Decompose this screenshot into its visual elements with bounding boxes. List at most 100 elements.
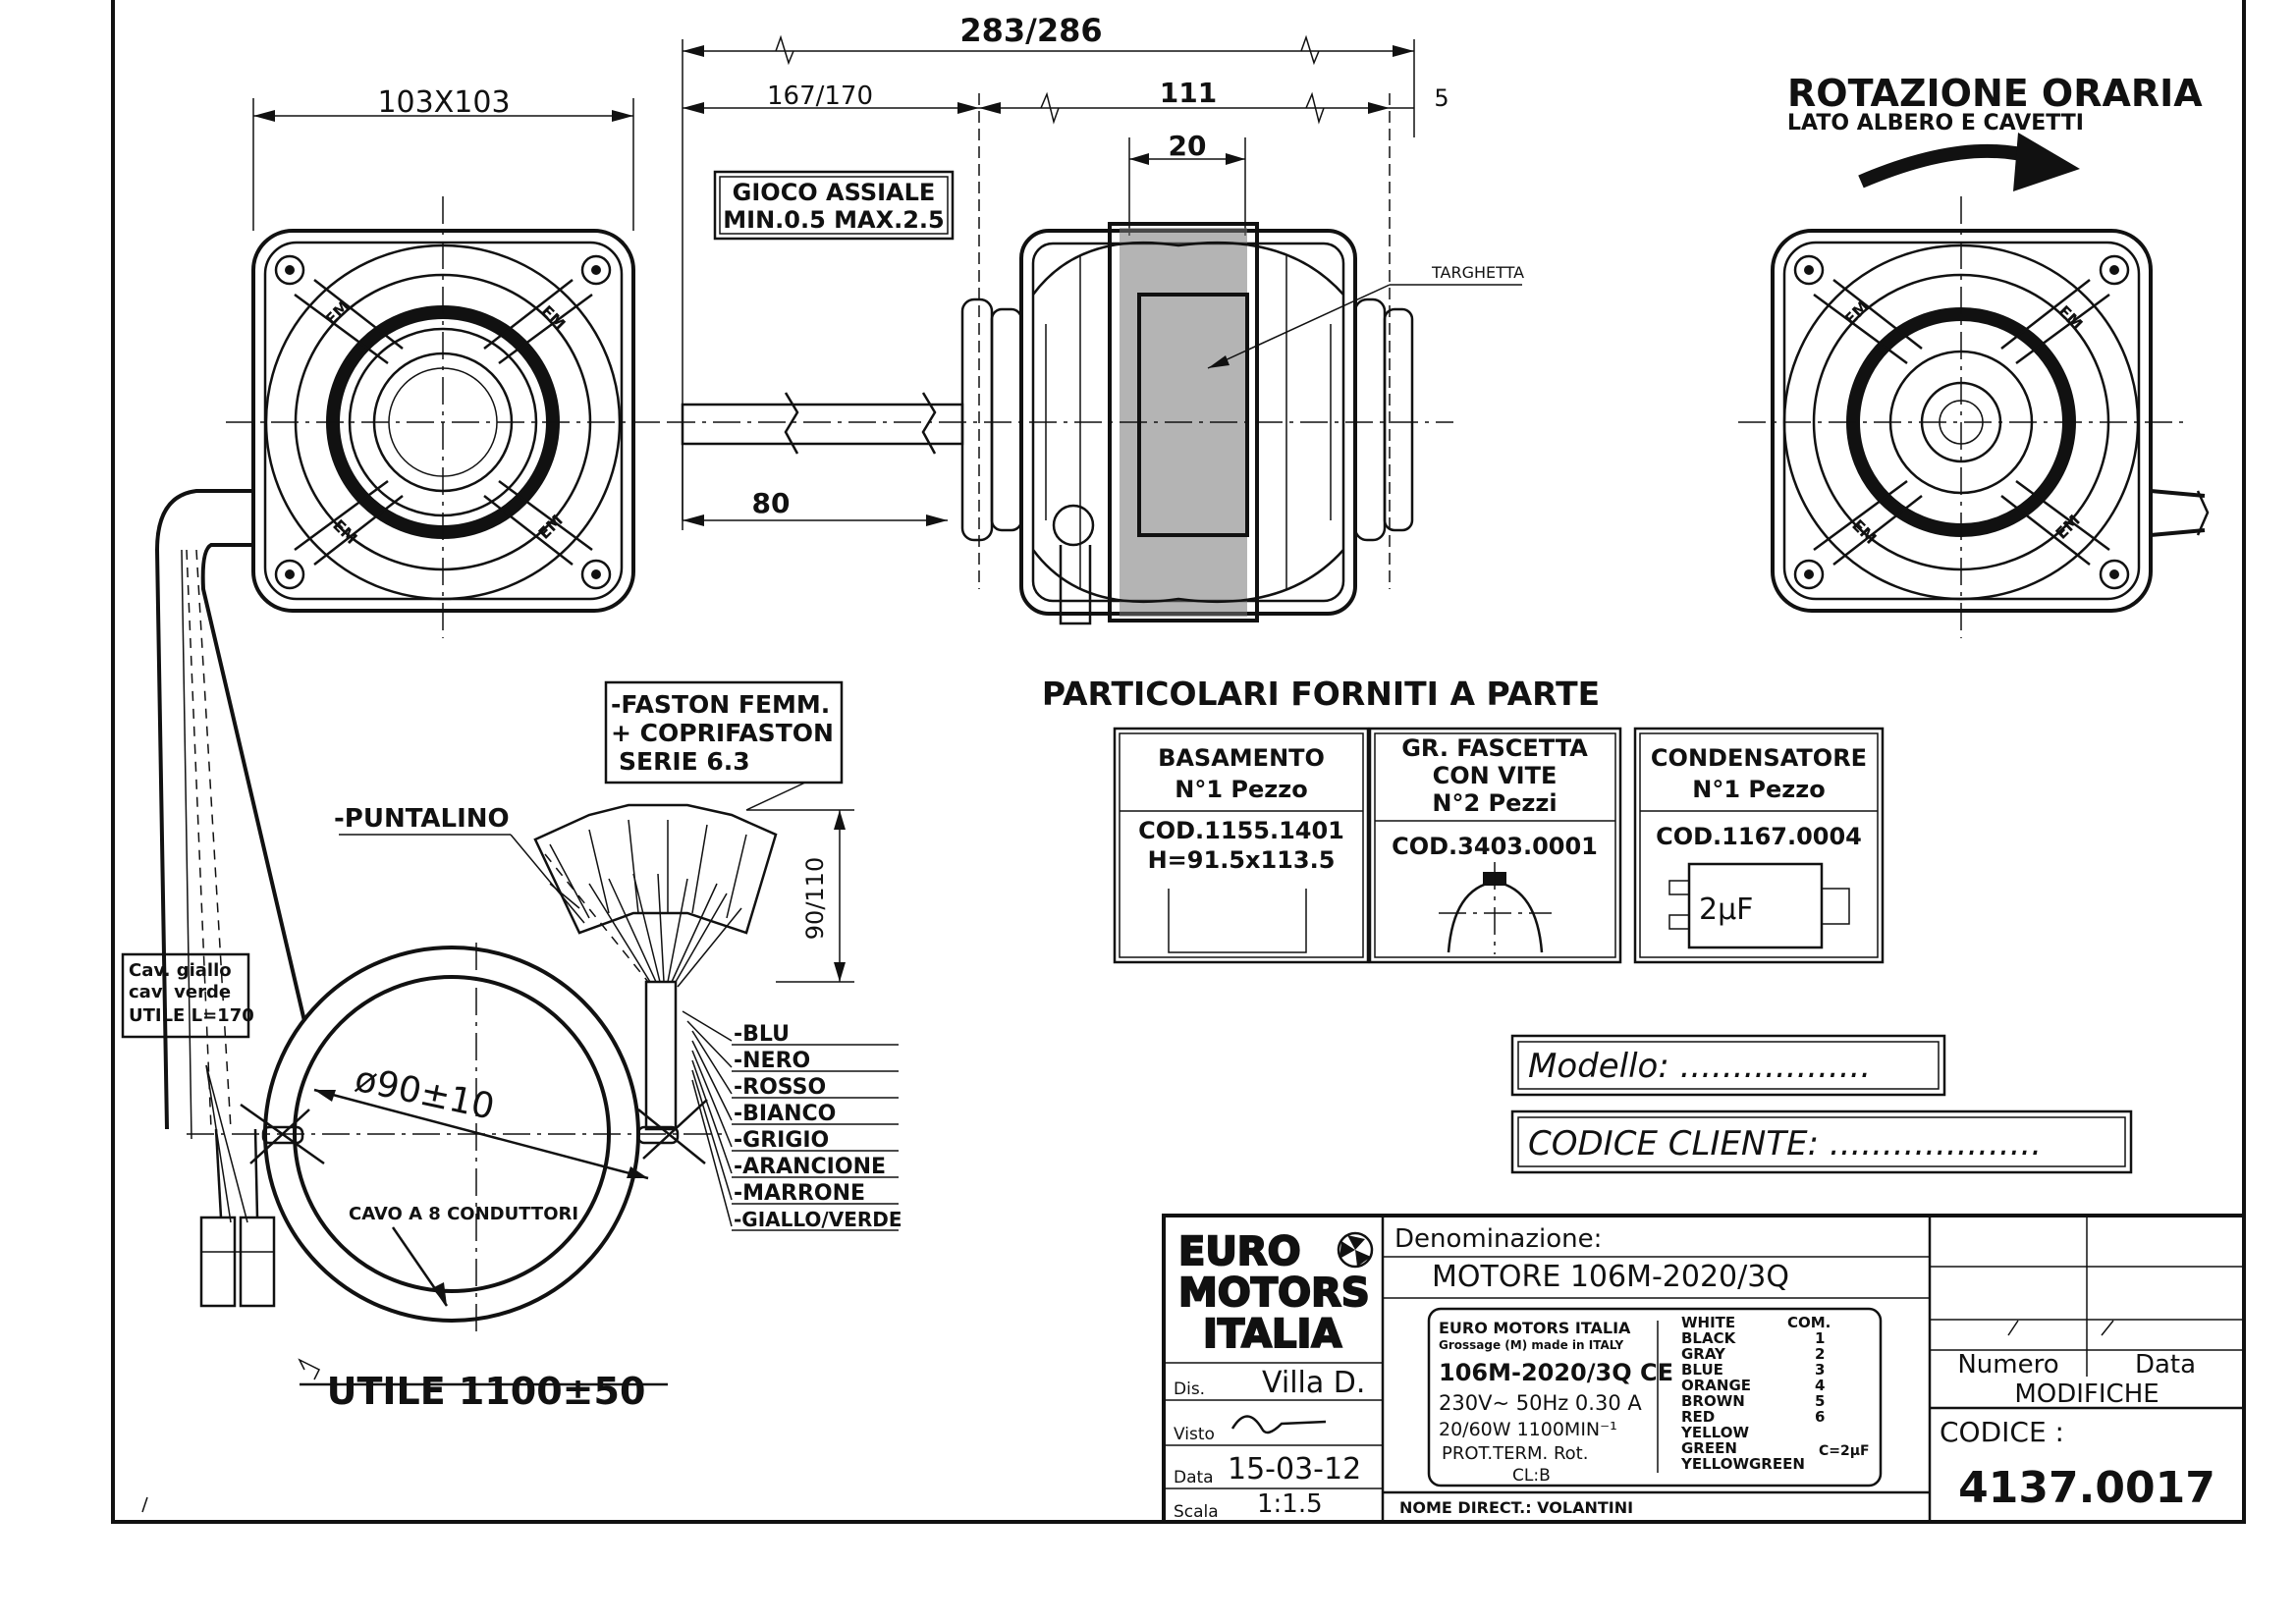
svg-text:2: 2 (1815, 1345, 1825, 1363)
svg-text:EM: EM (321, 297, 353, 328)
svg-text:Data: Data (1174, 1468, 1214, 1488)
svg-text:MODIFICHE: MODIFICHE (2014, 1380, 2159, 1409)
nameplate-label: TARGHETTA (1431, 263, 1524, 282)
svg-text:Villa D.: Villa D. (1262, 1366, 1365, 1400)
svg-text:EURO MOTORS ITALIA: EURO MOTORS ITALIA (1439, 1319, 1631, 1337)
svg-text:GRAY: GRAY (1681, 1345, 1726, 1363)
svg-text:1:1.5: 1:1.5 (1257, 1489, 1323, 1519)
drawing-code: 4137.0017 (1958, 1463, 2215, 1513)
flange-size-dim: 103X103 (377, 85, 510, 120)
axial-play-box (713, 170, 955, 241)
nameplate-inset: EURO MOTORS ITALIA Grossage (M) made in … (1427, 1307, 1883, 1488)
svg-text:PROT.TERM. Rot.: PROT.TERM. Rot. (1442, 1443, 1588, 1464)
wire-label: -GRIGIO (734, 1128, 829, 1153)
parts-title: PARTICOLARI FORNITI A PARTE (1042, 675, 1600, 713)
svg-text:Numero: Numero (1957, 1350, 2058, 1380)
euro-motors-logo: EURO MOTORS ITALIA (1177, 1228, 1374, 1358)
yellow-green-note-box (121, 952, 250, 1039)
rear-gap-dim: 5 (1434, 84, 1449, 112)
svg-text:15-03-12: 15-03-12 (1228, 1452, 1361, 1487)
cable-coil: ø90±10 CAVO A 8 CONDUTTORI Cav. giallo c… (121, 680, 902, 1413)
wire-label: -ROSSO (734, 1075, 826, 1100)
svg-text:GREEN: GREEN (1681, 1439, 1737, 1457)
svg-text:Cav. giallo: Cav. giallo (129, 960, 232, 981)
arrow-head-icon (2013, 133, 2080, 191)
svg-text:EM: EM (1840, 297, 1872, 328)
motor-rear-view: ROTAZIONE ORARIA LATO ALBERO E CAVETTI E… (1738, 72, 2210, 638)
overall-length-dim: 283/286 (959, 12, 1102, 49)
svg-text:EURO: EURO (1178, 1229, 1301, 1274)
rotation-arrow-icon (1858, 143, 2035, 189)
parts-section: PARTICOLARI FORNITI A PARTE BASAMENTO N°… (1042, 675, 1885, 964)
body-length-dim: 111 (1160, 77, 1217, 109)
wire-label: -NERO (734, 1049, 810, 1073)
svg-text:6: 6 (1815, 1408, 1825, 1426)
svg-text:GR. FASCETTA: GR. FASCETTA (1401, 734, 1588, 762)
useful-length-dim: UTILE 1100±50 (327, 1370, 646, 1413)
svg-text:YELLOW: YELLOW (1680, 1424, 1749, 1441)
wire-label: -BLU (734, 1022, 790, 1047)
rotation-subtitle: LATO ALBERO E CAVETTI (1787, 111, 2084, 135)
part-title: MOTORE 106M-2020/3Q (1432, 1260, 1789, 1294)
svg-text:COD.1167.0004: COD.1167.0004 (1656, 823, 1862, 850)
svg-text:Dis.: Dis. (1174, 1380, 1205, 1399)
svg-text:NOME DIRECT.: VOLANTINI: NOME DIRECT.: VOLANTINI (1399, 1498, 1633, 1517)
cable-label: CAVO A 8 CONDUTTORI (349, 1204, 578, 1224)
svg-text:COM.: COM. (1787, 1314, 1831, 1331)
customer-fields: Modello: .................. CODICE CLIEN… (1510, 1034, 2133, 1174)
svg-text:RED: RED (1681, 1408, 1715, 1426)
svg-text:YELLOWGREEN: YELLOWGREEN (1680, 1455, 1805, 1473)
svg-text:Scala: Scala (1174, 1502, 1219, 1522)
svg-text:SERIE 6.3: SERIE 6.3 (619, 747, 750, 776)
svg-text:-FASTON FEMM.: -FASTON FEMM. (611, 690, 830, 719)
faston-note-box (604, 680, 844, 784)
svg-text:CODICE :: CODICE : (1940, 1416, 2064, 1448)
svg-text:C=2μF: C=2μF (1819, 1443, 1870, 1459)
svg-text:230V~ 50Hz 0.30 A: 230V~ 50Hz 0.30 A (1439, 1391, 1642, 1415)
svg-text:MIN.0.5 MAX.2.5: MIN.0.5 MAX.2.5 (723, 206, 944, 234)
wire-label: -MARRONE (734, 1181, 865, 1206)
svg-text:Grossage (M) made in ITALY: Grossage (M) made in ITALY (1439, 1338, 1624, 1352)
svg-text:N°1 Pezzo: N°1 Pezzo (1692, 776, 1825, 803)
stack-width-dim: 20 (1169, 130, 1207, 162)
svg-text:Visto: Visto (1174, 1425, 1215, 1444)
svg-text:N°1 Pezzo: N°1 Pezzo (1175, 776, 1307, 803)
rotation-title: ROTAZIONE ORARIA (1787, 72, 2203, 115)
svg-text:BLACK: BLACK (1681, 1329, 1737, 1347)
wire-label: -ARANCIONE (734, 1155, 886, 1179)
svg-text:CL:B: CL:B (1512, 1466, 1551, 1486)
signature-icon (1230, 1415, 1327, 1434)
model-field: Modello: .................. (1528, 1047, 1871, 1086)
svg-text:Denominazione:: Denominazione: (1394, 1224, 1602, 1254)
svg-text:5: 5 (1815, 1392, 1825, 1410)
shaft-length-dim: 80 (752, 487, 791, 519)
svg-text:BASAMENTO: BASAMENTO (1158, 744, 1325, 772)
svg-text:CONDENSATORE: CONDENSATORE (1651, 744, 1867, 772)
svg-text:20/60W 1100MIN⁻¹: 20/60W 1100MIN⁻¹ (1439, 1419, 1617, 1440)
svg-text:WHITE: WHITE (1681, 1314, 1735, 1331)
svg-text:106M-2020/3Q CE: 106M-2020/3Q CE (1439, 1359, 1673, 1386)
wire-label: -BIANCO (734, 1102, 836, 1126)
svg-text:4: 4 (1815, 1377, 1825, 1394)
svg-text:MOTORS: MOTORS (1178, 1271, 1370, 1316)
svg-text:Data: Data (2135, 1350, 2196, 1380)
svg-text:BROWN: BROWN (1681, 1392, 1745, 1410)
svg-text:2μF: 2μF (1699, 893, 1753, 927)
puntalino-label: -PUNTALINO (334, 804, 510, 834)
svg-text:3: 3 (1815, 1361, 1825, 1379)
svg-text:cav. verde: cav. verde (129, 982, 231, 1002)
svg-text:COD.3403.0001: COD.3403.0001 (1392, 833, 1598, 860)
fan-height-dim: 90/110 (801, 857, 829, 940)
svg-text:EM: EM (537, 301, 569, 333)
svg-text:N°2 Pezzi: N°2 Pezzi (1432, 789, 1557, 817)
svg-text:H=91.5x113.5: H=91.5x113.5 (1148, 846, 1336, 874)
wire-color-list: -BLU -NERO -ROSSO -BIANCO -GRIGIO -ARANC… (682, 1010, 902, 1231)
svg-text:BLUE: BLUE (1681, 1361, 1723, 1379)
svg-text:ORANGE: ORANGE (1681, 1377, 1751, 1394)
svg-text:ITALIA: ITALIA (1203, 1312, 1341, 1357)
svg-text:1: 1 (1815, 1329, 1825, 1347)
svg-text:+ COPRIFASTON: + COPRIFASTON (611, 719, 834, 747)
shaft-section-dim: 167/170 (767, 81, 873, 111)
svg-text:COD.1155.1401: COD.1155.1401 (1138, 817, 1344, 844)
